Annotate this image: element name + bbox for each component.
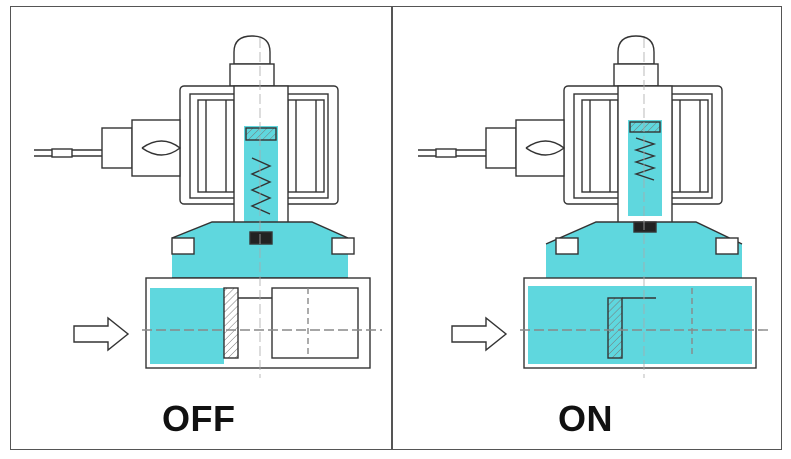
- coil-right: [287, 99, 325, 193]
- plunger-seal: [249, 231, 273, 245]
- panel-divider: [391, 6, 393, 450]
- valve-on-drawing: [418, 35, 768, 378]
- fluid-tube: [244, 126, 278, 226]
- seat-wall: [223, 287, 239, 359]
- state-label-off: OFF: [162, 398, 236, 439]
- flow-arrow: [73, 316, 130, 352]
- fluid-inlet: [150, 288, 200, 364]
- state-label-on: ON: [558, 398, 613, 439]
- panel-on: ON: [396, 8, 776, 448]
- coil-left: [197, 99, 235, 193]
- panel-off: OFF: [12, 8, 392, 448]
- outlet-cavity: [271, 287, 359, 359]
- nut: [229, 63, 275, 87]
- connector: [101, 127, 133, 169]
- valve-off-drawing: [34, 35, 382, 378]
- dome-cap: [233, 35, 271, 65]
- spring: [250, 157, 272, 215]
